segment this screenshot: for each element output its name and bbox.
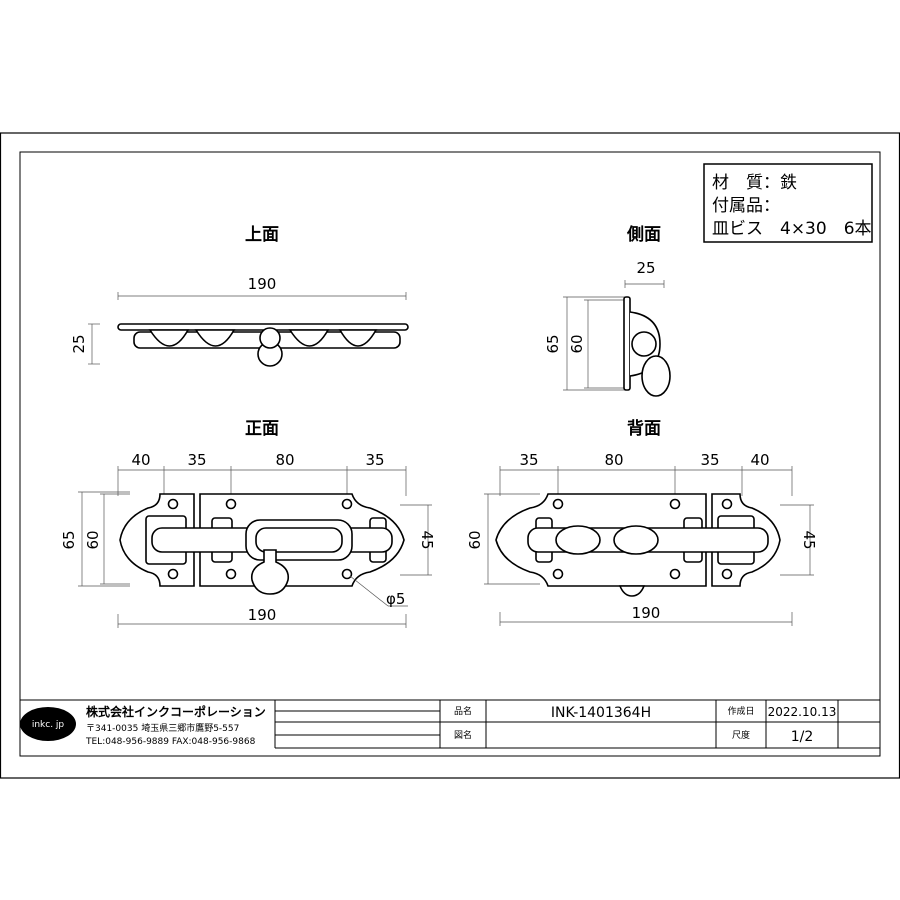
dim-front-35a: 35 bbox=[187, 451, 206, 469]
date-value: 2022.10.13 bbox=[768, 705, 837, 719]
dim-side-65: 65 bbox=[544, 334, 562, 353]
dim-back-35a: 35 bbox=[519, 451, 538, 469]
label-scale: 尺度 bbox=[732, 729, 750, 741]
dim-top-height: 25 bbox=[70, 334, 88, 353]
dim-front-width: 190 bbox=[248, 606, 277, 624]
spec-material: 材 質：鉄 bbox=[712, 173, 797, 193]
front-view: 40 35 80 35 65 60 45 bbox=[60, 451, 436, 628]
dim-back-60: 60 bbox=[466, 530, 484, 549]
view-title-back: 背面 bbox=[627, 418, 661, 439]
dim-side-depth: 25 bbox=[636, 259, 655, 277]
company-contact: TEL:048-956-9889 FAX:048-956-9868 bbox=[85, 737, 256, 747]
spec-accessories: 付属品： bbox=[712, 196, 780, 216]
product-code: INK-1401364H bbox=[551, 705, 651, 721]
label-product: 品名 bbox=[454, 705, 472, 717]
label-drawing: 図名 bbox=[454, 729, 472, 741]
sheet-inner-border bbox=[19, 151, 881, 757]
dim-front-hole: φ5 bbox=[386, 590, 405, 608]
company-logo bbox=[20, 707, 76, 741]
company-address: 〒341-0035 埼玉県三郷市鷹野5-557 bbox=[86, 722, 239, 734]
dim-back-80: 80 bbox=[604, 451, 623, 469]
view-title-top: 上面 bbox=[245, 225, 279, 245]
dim-front-35b: 35 bbox=[365, 451, 384, 469]
side-view: 25 65 60 bbox=[544, 259, 671, 397]
dim-back-width: 190 bbox=[632, 604, 661, 622]
dim-back-45: 45 bbox=[800, 530, 818, 549]
dim-front-45: 45 bbox=[418, 530, 436, 549]
spec-box: 材 質：鉄 付属品： 皿ビス 4×30 6本 bbox=[703, 163, 873, 243]
spec-screws: 皿ビス 4×30 6本 bbox=[712, 219, 872, 239]
scale-value: 1/2 bbox=[791, 729, 814, 745]
dim-front-60: 60 bbox=[84, 530, 102, 549]
title-block: inkc. jp 株式会社インクコーポレーション 〒341-0035 埼玉県三郷… bbox=[20, 699, 880, 749]
dim-back-40: 40 bbox=[750, 451, 769, 469]
view-title-front: 正面 bbox=[245, 419, 279, 439]
dim-front-65: 65 bbox=[60, 530, 78, 549]
label-date: 作成日 bbox=[727, 705, 754, 717]
dim-side-60: 60 bbox=[568, 334, 586, 353]
back-view: 35 80 35 40 60 45 bbox=[466, 451, 818, 626]
view-title-side: 側面 bbox=[626, 224, 661, 245]
company-name: 株式会社インクコーポレーション bbox=[86, 704, 266, 719]
dim-front-40: 40 bbox=[131, 451, 150, 469]
dim-back-35b: 35 bbox=[700, 451, 719, 469]
logo-text: inkc. jp bbox=[32, 720, 65, 730]
top-view: 190 25 bbox=[70, 275, 409, 367]
dim-top-width: 190 bbox=[248, 275, 277, 293]
dim-front-80: 80 bbox=[275, 451, 294, 469]
